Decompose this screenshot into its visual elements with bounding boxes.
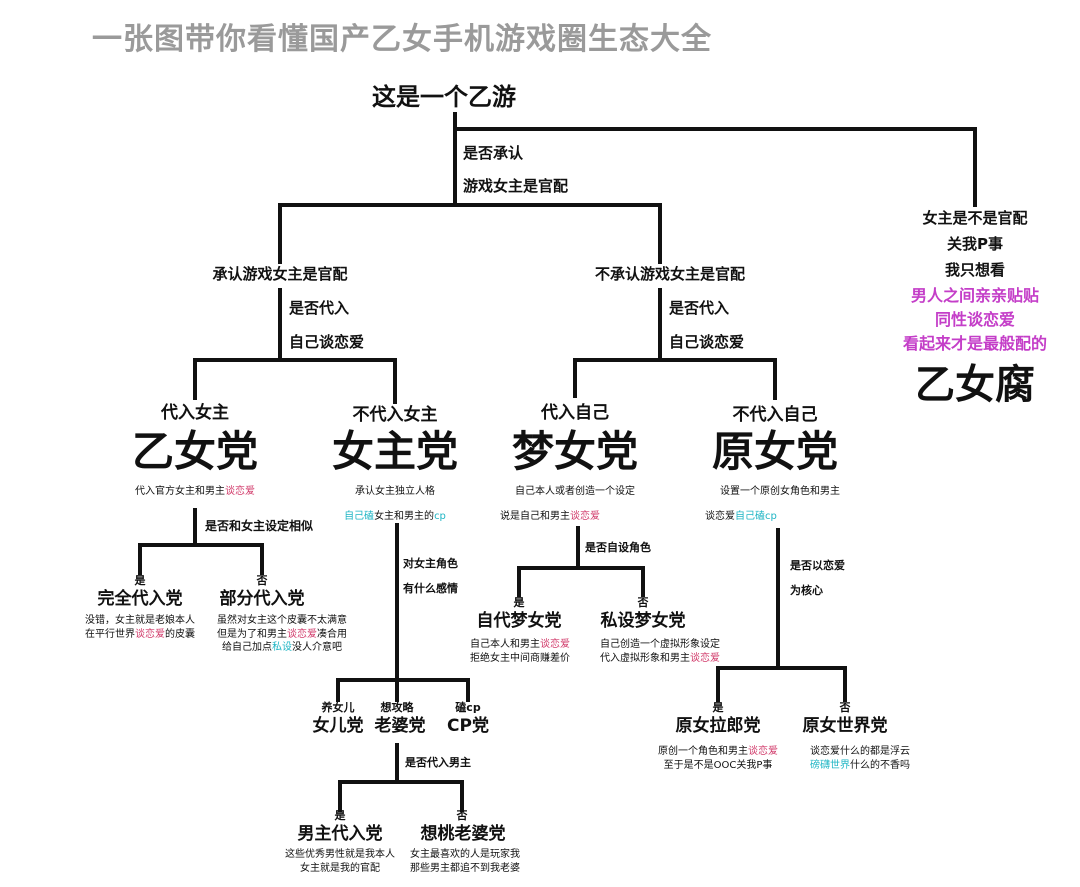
party-otome: 乙女党 (131, 427, 258, 476)
heroine-label: 不代入女主 (352, 405, 438, 425)
party-original-pairing: 原女拉郎党 (675, 716, 761, 736)
question-acknowledge-2: 游戏女主是官配 (463, 177, 569, 195)
question-romance-core-1: 是否以恋爱 (790, 559, 845, 572)
party-cp: CP党 (447, 716, 489, 736)
male-insert-desc: 这些优秀男性就是我本人女主就是我的官配 (285, 849, 395, 874)
party-dream: 梦女党 (511, 427, 638, 476)
question-heroine-feel-2: 有什么感情 (403, 582, 458, 595)
dream-no-tag: 否 (637, 596, 649, 609)
male-no-tag: 否 (456, 809, 468, 822)
dream-desc: 自己本人或者创造一个设定 (515, 486, 635, 497)
heroine-desc-2: 自己磕女主和男主的cp (344, 511, 446, 522)
question-self-romance-2: 自己谈恋爱 (289, 333, 365, 351)
rot-text-3: 我只想看 (944, 261, 1005, 279)
daughter-tag: 养女儿 (321, 701, 355, 714)
root-node: 这是一个乙游 (372, 83, 516, 111)
branch-deny: 不承认游戏女主是官配 (594, 265, 745, 283)
party-oc-dream: 私设梦女党 (600, 611, 686, 631)
party-self-dream: 自代梦女党 (476, 611, 562, 631)
original-pairing-desc: 原创一个角色和男主谈恋爱至于是不是OOC关我P事 (658, 746, 778, 771)
otome-desc: 代入官方女主和男主谈恋爱 (135, 486, 255, 497)
party-wife: 老婆党 (374, 716, 426, 736)
original-desc-2: 谈恋爱自己磕cp (705, 511, 777, 522)
original-no-tag: 否 (839, 701, 851, 714)
male-yes-tag: 是 (334, 809, 346, 822)
original-yes-tag: 是 (712, 701, 724, 714)
party-original-world: 原女世界党 (802, 716, 888, 736)
page-title: 一张图带你看懂国产乙女手机游戏圈生态大全 (92, 22, 712, 57)
rot-text-6: 看起来才是最般配的 (902, 334, 1047, 353)
heroine-desc: 承认女主独立人格 (355, 486, 435, 497)
party-rot-otome: 乙女腐 (915, 362, 1035, 408)
wife-tag: 想攻略 (380, 701, 414, 714)
question-otome: 是否和女主设定相似 (205, 519, 314, 533)
question-self-romance2-2: 自己谈恋爱 (669, 333, 745, 351)
cp-tag: 磕cp (455, 701, 481, 714)
party-daughter: 女儿党 (312, 716, 364, 736)
connector (453, 127, 977, 207)
otome-yes-tag: 是 (134, 574, 146, 587)
question-dream: 是否自设角色 (585, 541, 651, 554)
oc-dream-desc: 自己创造一个虚拟形象设定代入虚拟形象和男主谈恋爱 (600, 639, 720, 664)
partial-self-insert-desc: 虽然对女主这个皮囊不太满意但是为了和男主谈恋爱凑合用给自己加点私设没人介意吧 (217, 615, 347, 653)
self-dream-desc: 自己本人和男主谈恋爱拒绝女主中间商赚差价 (470, 639, 570, 664)
rot-text-4: 男人之间亲亲贴贴 (910, 286, 1039, 305)
dream-desc-2: 说是自己和男主谈恋爱 (500, 511, 600, 522)
original-world-desc: 谈恋爱什么的都是浮云磅礴世界什么的不香吗 (810, 746, 910, 771)
party-partial-self-insert: 部分代入党 (219, 589, 305, 609)
question-self-romance-1: 是否代入 (289, 299, 350, 317)
party-full-self-insert: 完全代入党 (97, 589, 183, 609)
dream-label: 代入自己 (541, 403, 609, 423)
rot-text-1: 女主是不是官配 (922, 209, 1028, 227)
rot-text-5: 同性谈恋爱 (934, 310, 1015, 329)
question-heroine-feel-1: 对女主角色 (403, 557, 458, 570)
question-acknowledge-1: 是否承认 (463, 144, 524, 162)
full-self-insert-desc: 没错，女主就是老娘本人在平行世界谈恋爱的皮囊 (85, 615, 195, 640)
question-romance-core-2: 为核心 (790, 584, 823, 597)
party-original: 原女党 (711, 427, 838, 476)
original-label: 不代入自己 (732, 405, 818, 425)
party-wife-steal: 想桃老婆党 (420, 824, 506, 844)
question-male-insert: 是否代入男主 (405, 756, 471, 769)
question-self-romance2-1: 是否代入 (669, 299, 730, 317)
dream-yes-tag: 是 (513, 596, 525, 609)
original-desc: 设置一个原创女角色和男主 (720, 486, 840, 497)
party-male-insert: 男主代入党 (297, 824, 383, 844)
otome-label: 代入女主 (161, 403, 229, 423)
wife-steal-desc: 女主最喜欢的人是玩家我那些男主都追不到我老婆 (410, 849, 520, 874)
branch-acknowledge: 承认游戏女主是官配 (212, 265, 348, 283)
party-heroine: 女主党 (331, 427, 458, 476)
rot-text-2: 关我P事 (947, 235, 1003, 253)
otome-no-tag: 否 (256, 574, 268, 587)
